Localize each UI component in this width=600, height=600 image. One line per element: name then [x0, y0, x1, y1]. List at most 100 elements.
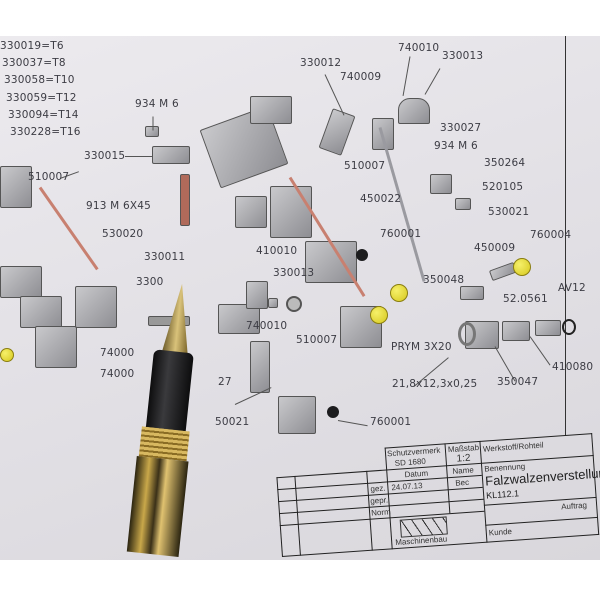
pin-740010 [268, 298, 278, 308]
holder-part [270, 186, 312, 238]
part-label: 510007 [28, 171, 70, 183]
scale-value: 1:2 [456, 452, 471, 465]
part-label: 350264 [484, 157, 526, 169]
block-part [430, 174, 452, 194]
part-label: 450022 [360, 193, 402, 205]
clamp-part [250, 96, 292, 124]
screw-part [180, 174, 190, 226]
tool-code: 330037=T8 [2, 57, 66, 69]
lever-part [318, 108, 356, 156]
part-label: 3300 [136, 276, 164, 288]
part-label: 27 [218, 376, 232, 388]
fork-330013 [246, 281, 268, 309]
part-label: 760004 [530, 229, 572, 241]
part-label: 760001 [380, 228, 422, 240]
drawn-name: Bec [454, 477, 470, 488]
pen-grip [145, 349, 194, 434]
leader-line [424, 68, 441, 95]
washer-part [458, 322, 476, 346]
leader-line [152, 116, 154, 131]
part-label: PRYM 3X20 [391, 341, 452, 353]
black-knob-760001 [356, 249, 368, 261]
clamp-part [278, 396, 316, 434]
yellow-knob [370, 306, 388, 324]
drawing-frame-line [565, 36, 566, 436]
title-block-line [591, 433, 600, 535]
part-label: 934 M 6 [135, 98, 179, 110]
drawn-label: gez. [370, 483, 386, 494]
part-label: 74000 [100, 368, 135, 380]
yellow-knob [0, 348, 14, 362]
holder-part [305, 241, 357, 283]
part-label: 510007 [344, 160, 386, 172]
block-part [152, 146, 190, 164]
part-label: 740010 [398, 42, 440, 54]
leader-line [402, 56, 411, 96]
part-label: 74000 [100, 347, 135, 359]
bushing-410080 [535, 320, 561, 336]
part-label: 52.0561 [503, 293, 548, 305]
tool-code: 330019=T6 [0, 40, 64, 52]
part-label: 330012 [300, 57, 342, 69]
material-label: Werkstoff/Rohteil [482, 440, 544, 454]
bolt-part [455, 198, 471, 210]
part-label: 760001 [370, 416, 412, 428]
fountain-pen [119, 252, 220, 558]
holder-part [235, 196, 267, 228]
customer-label: Kunde [488, 526, 513, 538]
part-label: 410010 [256, 245, 298, 257]
part-label: AV12 [558, 282, 586, 294]
part-label: 330015 [84, 150, 126, 162]
order-label: Auftrag [560, 500, 588, 512]
rod-part [148, 316, 190, 326]
leader-line [337, 420, 368, 427]
part-label: 330013 [273, 267, 315, 279]
bracket-part [35, 326, 77, 368]
part-label: 520105 [482, 181, 524, 193]
part-label: 450009 [474, 242, 516, 254]
part-label: 350047 [497, 376, 539, 388]
pen-gold-ring [138, 426, 190, 462]
pen-nib [162, 282, 195, 354]
leader-line [125, 156, 153, 157]
black-knob-760001 [327, 406, 339, 418]
tool-code: 330228=T16 [10, 126, 81, 138]
drawing-code: KL112.1 [485, 488, 520, 501]
tool-code: 330094=T14 [8, 109, 79, 121]
tool-code: 330059=T12 [6, 92, 77, 104]
part-label: 330027 [440, 122, 482, 134]
part-label: 530020 [102, 228, 144, 240]
yellow-knob [390, 284, 408, 302]
part-label: 330011 [144, 251, 186, 263]
title-block: Schutzvermerk SD 1680 Maßstab 1:2 Datum … [275, 433, 600, 557]
pen-ornate-barrel [126, 456, 189, 557]
yellow-knob-760004 [513, 258, 531, 276]
bracket-part [20, 296, 62, 328]
fork-part [398, 98, 430, 124]
part-label: 330013 [442, 50, 484, 62]
checked-label: gepr. [370, 495, 389, 506]
part-label: 740010 [246, 320, 288, 332]
norm-label: Norm [370, 507, 391, 518]
part-label: 740009 [340, 71, 382, 83]
name-label: Name [452, 465, 475, 476]
holder-part [250, 341, 270, 393]
title-block-line [485, 516, 599, 526]
part-label: 934 M 6 [434, 140, 478, 152]
part-label: 530021 [488, 206, 530, 218]
ring-av12 [562, 319, 576, 335]
part-label: 50021 [215, 416, 250, 428]
part-label: 410080 [552, 361, 594, 373]
leader-line [529, 336, 551, 366]
bracket-part [0, 266, 42, 298]
block-350048 [460, 286, 484, 300]
part-label: 21,8x12,3x0,25 [392, 378, 478, 390]
part-label: 350048 [423, 274, 465, 286]
nut-510007 [286, 296, 302, 312]
nut-part [145, 126, 159, 137]
sleeve-52-0561 [502, 321, 530, 341]
date-label: Datum [404, 468, 429, 480]
tool-code: 330058=T10 [4, 74, 75, 86]
plate-part [218, 304, 260, 334]
part-label: 510007 [296, 334, 338, 346]
